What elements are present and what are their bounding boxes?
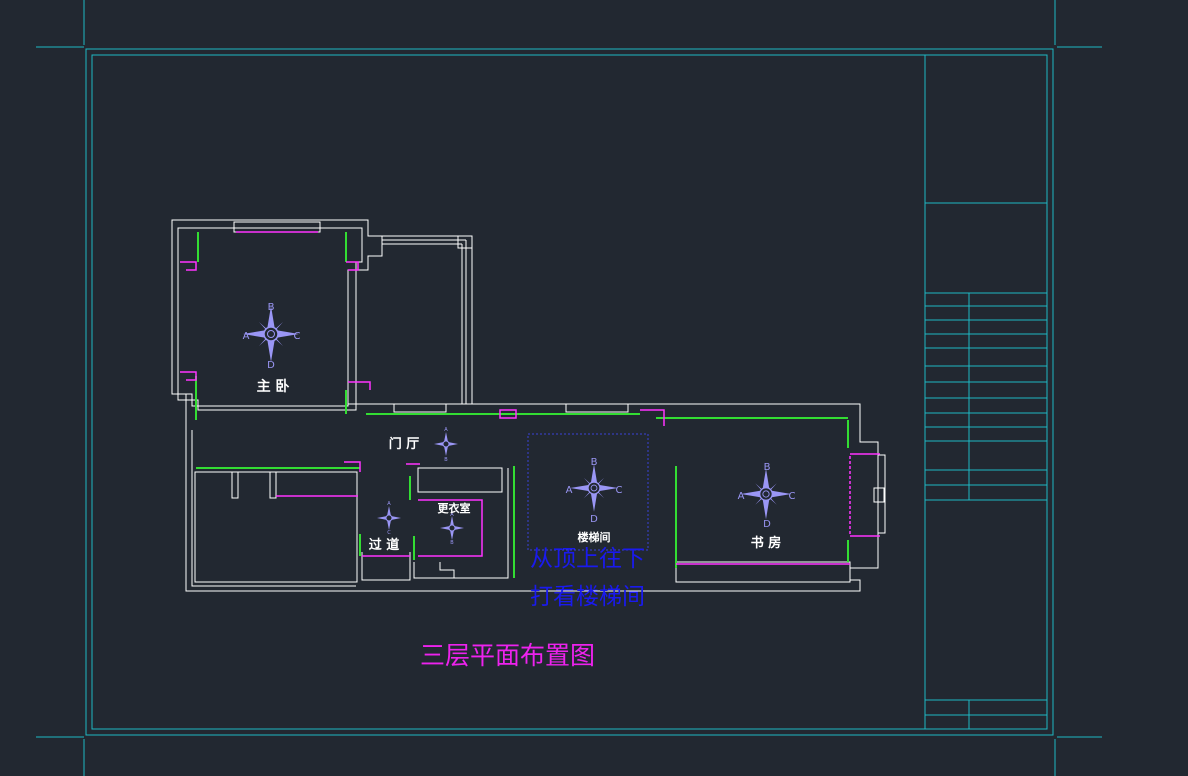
green-wall-lines <box>195 232 849 578</box>
room-labels: 主 卧 门 厅 更衣室 过 道 楼梯间 书 房 <box>257 378 782 553</box>
outer-border <box>85 48 1054 736</box>
compass-label-c: C <box>387 530 391 536</box>
stairwell-note: 从顶上往下 打看楼梯间 <box>530 546 645 610</box>
room-label-study: 书 房 <box>751 535 782 551</box>
compass-label-a: A <box>450 512 454 518</box>
compass-label-a: A <box>243 331 250 342</box>
compass-icon-foyer: A B <box>433 427 459 463</box>
sheet-frame <box>36 0 1102 776</box>
room-label-foyer: 门 厅 <box>389 436 420 452</box>
compass-icon-corridor: A C <box>376 501 402 536</box>
room-label-stairwell: 楼梯间 <box>578 530 611 544</box>
note-line-1: 从顶上往下 <box>530 546 645 572</box>
compass-label-a: A <box>444 427 448 433</box>
compass-label-c: C <box>616 485 623 496</box>
floor-plan-walls <box>171 219 886 592</box>
room-label-master-bedroom: 主 卧 <box>257 378 290 395</box>
compass-icon-stairwell: B A C D <box>566 457 623 525</box>
compass-icon-closet: A B <box>439 512 465 546</box>
compass-label-a: A <box>387 501 391 507</box>
compass-label-d: D <box>763 519 771 530</box>
title-block <box>924 55 1047 729</box>
room-label-corridor: 过 道 <box>369 537 400 553</box>
compass-label-a: A <box>566 485 573 496</box>
stairwell-opening-outline <box>527 433 649 551</box>
compass-label-d: D <box>590 514 598 525</box>
compass-label-b: B <box>444 457 448 463</box>
note-line-2: 打看楼梯间 <box>530 584 645 610</box>
compass-label-d: D <box>267 360 275 371</box>
magenta-detail-lines <box>180 231 880 565</box>
drawing-title: 三层平面布置图 <box>420 641 595 670</box>
compass-label-a: A <box>738 491 745 502</box>
room-label-walk-in-closet: 更衣室 <box>438 501 471 515</box>
compass-label-c: C <box>789 491 796 502</box>
compass-label-b: B <box>764 462 771 473</box>
compass-label-c: C <box>294 331 301 342</box>
compass-label-b: B <box>450 540 454 546</box>
compass-icon-master-bedroom: B A C D <box>242 302 301 371</box>
compass-icon-study: B A C D <box>738 462 796 530</box>
inner-border <box>91 54 1048 730</box>
compass-label-b: B <box>268 302 275 313</box>
compass-label-b: B <box>591 457 598 468</box>
